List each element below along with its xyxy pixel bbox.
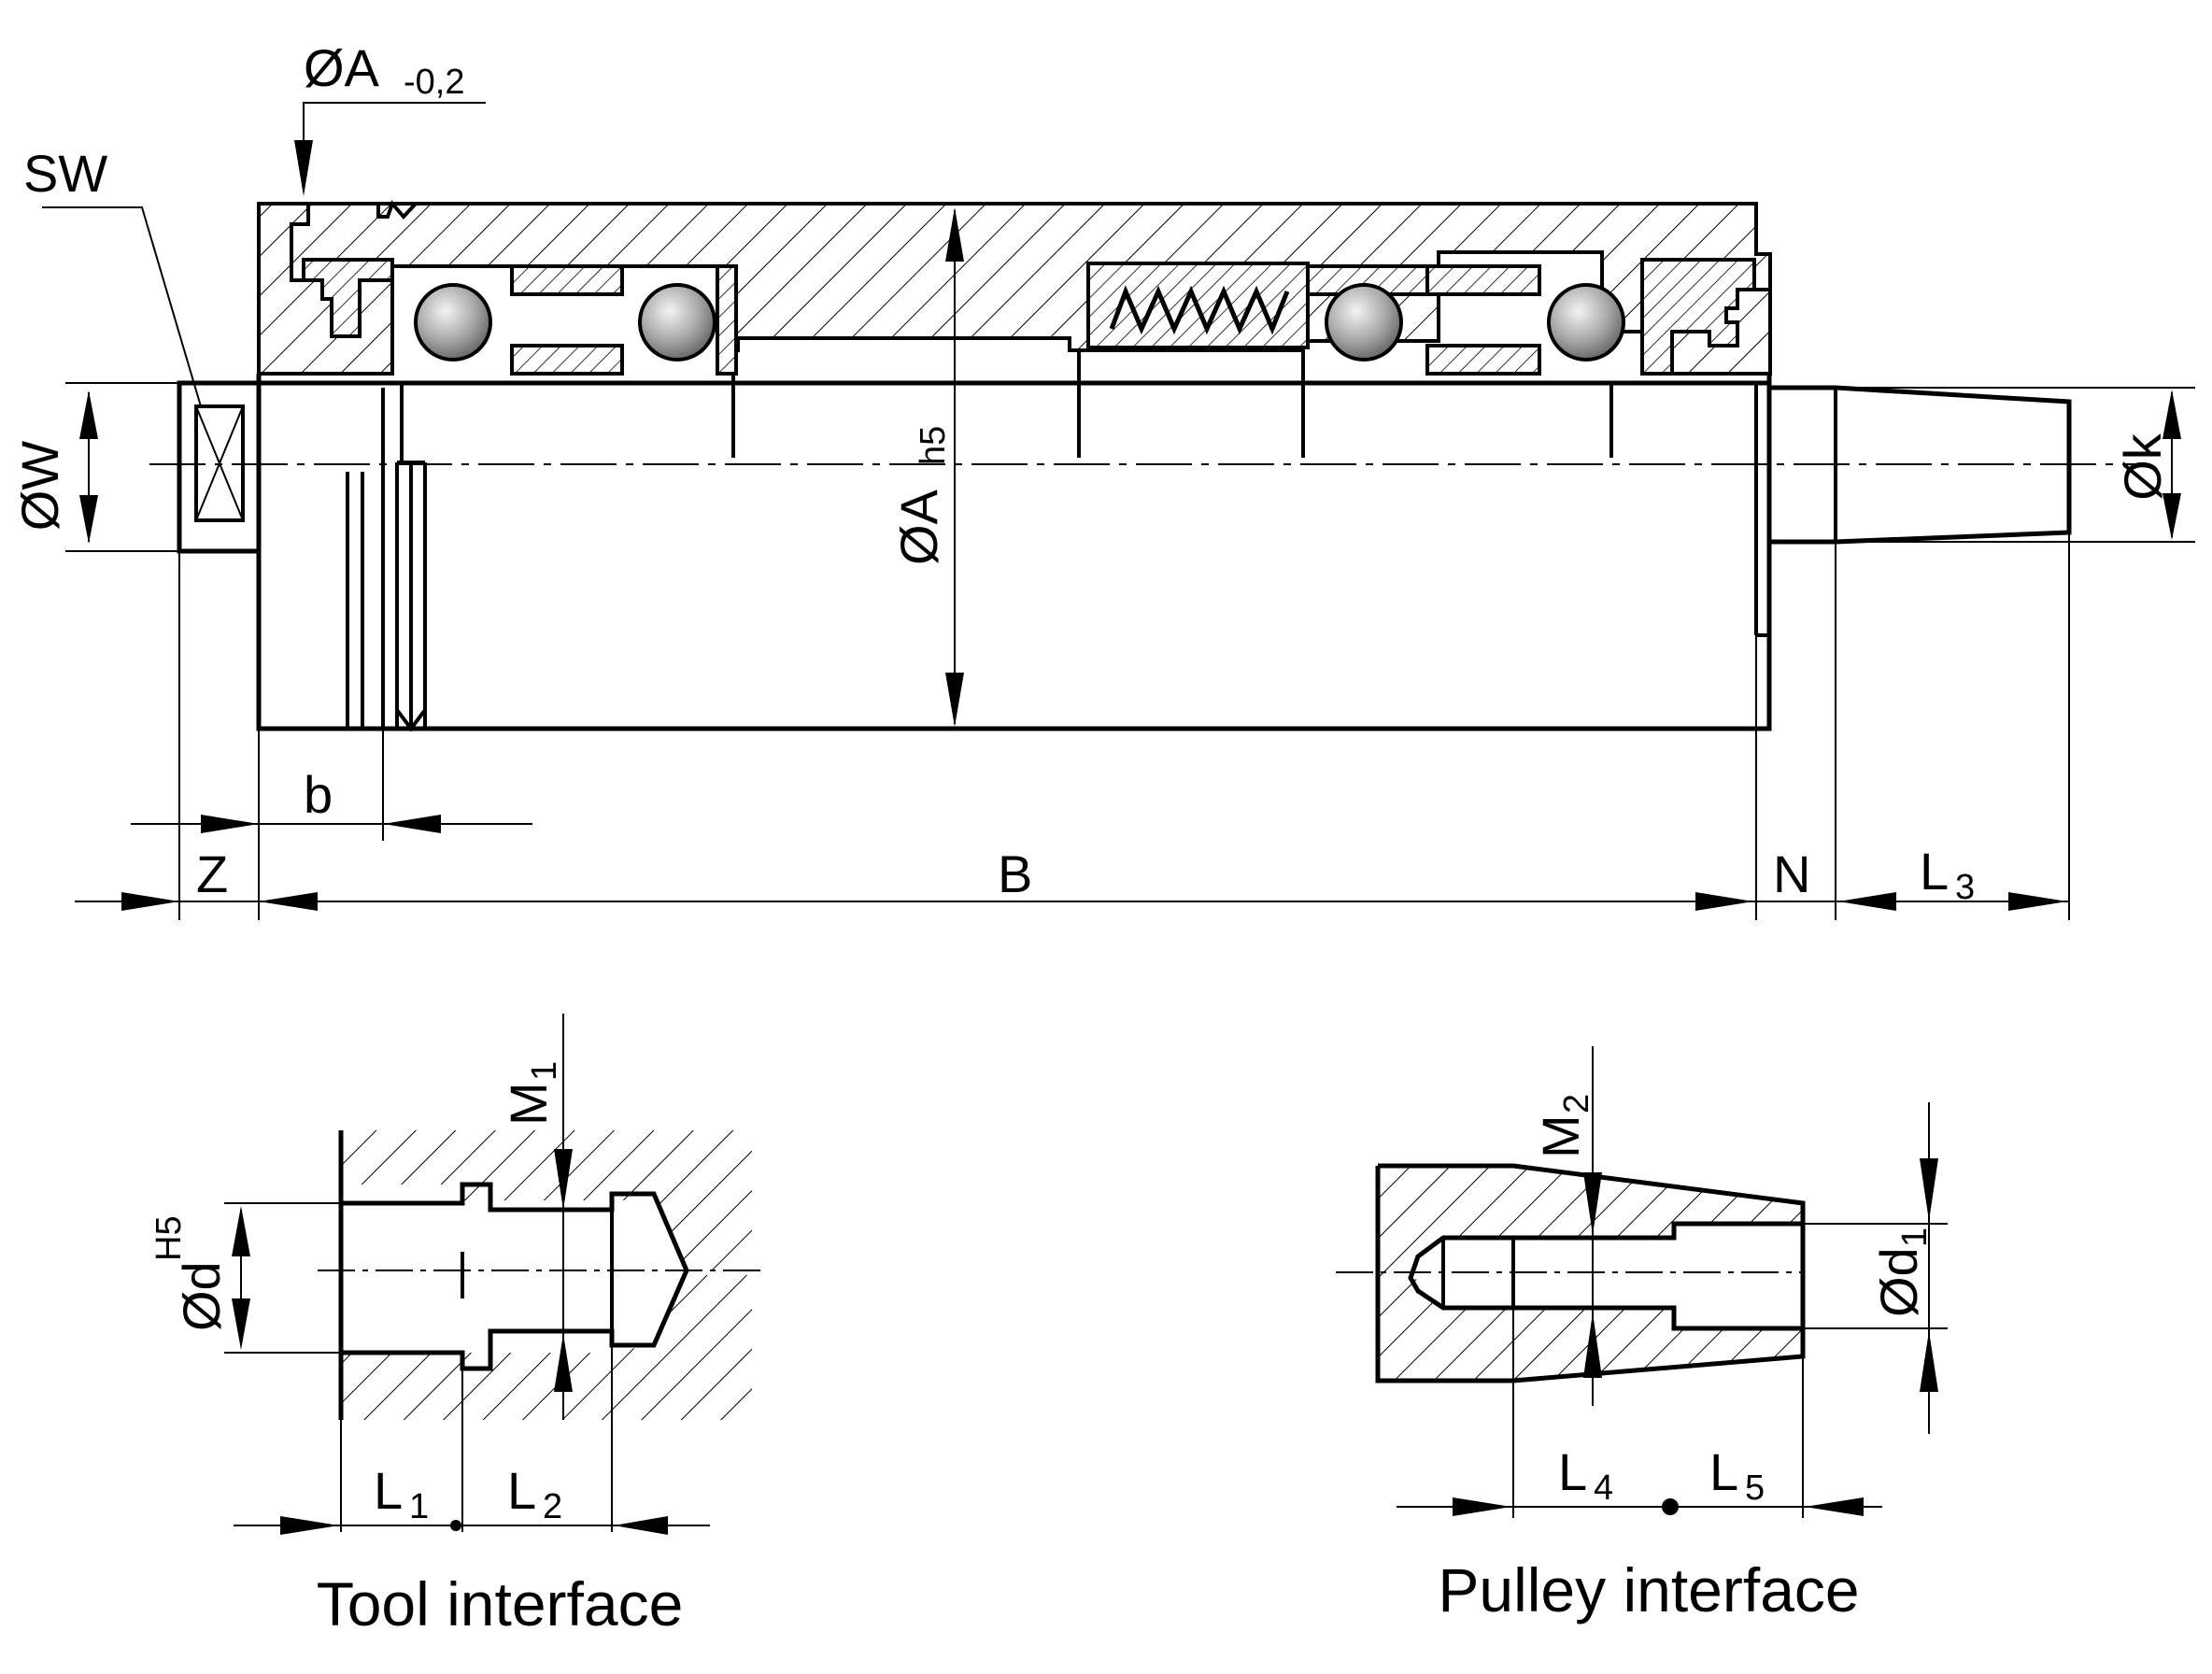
- label-B: B: [998, 844, 1032, 903]
- label-sw: SW: [23, 144, 107, 203]
- svg-text:ØA: ØA: [304, 38, 380, 97]
- pulley-hatch: [1378, 1166, 1803, 1381]
- label-dia-d-H5: Ød H5: [149, 1215, 231, 1331]
- tool-interface-caption: Tool interface: [317, 1569, 684, 1639]
- tool-interface-view: Ød H5 M 1 L 1 L 2 Tool interface: [149, 1014, 766, 1639]
- label-b: b: [304, 765, 333, 824]
- label-dia-W: ØW: [10, 441, 69, 532]
- pulley-taper: [1769, 385, 2072, 545]
- svg-text:L: L: [1558, 1442, 1587, 1501]
- svg-text:L: L: [1920, 842, 1949, 901]
- svg-text:1: 1: [409, 1487, 429, 1526]
- tool-hatch-lower: [341, 1275, 752, 1420]
- svg-text:5: 5: [1745, 1468, 1765, 1508]
- preload-spring: [1109, 285, 1290, 335]
- svg-text:h5: h5: [914, 426, 953, 465]
- bearing-balls: [414, 283, 1625, 362]
- pulley-interface-caption: Pulley interface: [1438, 1555, 1859, 1624]
- housing-groove: [376, 200, 418, 220]
- svg-text:3: 3: [1955, 868, 1975, 907]
- svg-text:1: 1: [1895, 1227, 1935, 1247]
- svg-text:Ød: Ød: [1869, 1247, 1928, 1317]
- shaft-body: [256, 380, 1772, 731]
- label-L3: L 3: [1920, 842, 1975, 907]
- label-L1: L 1: [374, 1461, 429, 1526]
- svg-text:-0,2: -0,2: [404, 63, 464, 102]
- pulley-interface-view: M 2 Ød 1 L 4 L 5 Pulley interface: [1336, 1046, 1948, 1624]
- label-N: N: [1773, 844, 1810, 903]
- svg-text:L: L: [507, 1461, 536, 1520]
- svg-text:4: 4: [1594, 1468, 1613, 1508]
- housing-section: [257, 202, 1772, 376]
- label-M2: M 2: [1531, 1094, 1596, 1158]
- label-Z: Z: [196, 844, 228, 903]
- svg-text:L: L: [1709, 1442, 1738, 1501]
- svg-text:1: 1: [525, 1061, 564, 1081]
- pulley-bore: [1408, 1221, 1803, 1331]
- tool-bore: [341, 1182, 689, 1371]
- svg-text:Ød: Ød: [172, 1261, 231, 1331]
- svg-text:H5: H5: [149, 1215, 189, 1261]
- svg-text:L: L: [374, 1461, 403, 1520]
- tool-hatch-upper: [341, 1130, 752, 1270]
- label-dia-k: Øk: [2113, 433, 2172, 501]
- label-L4: L 4: [1558, 1442, 1613, 1508]
- svg-text:2: 2: [543, 1487, 562, 1526]
- svg-text:ØA: ØA: [889, 489, 948, 565]
- label-dia-A-tol: ØA -0,2: [304, 38, 464, 102]
- label-L5: L 5: [1709, 1442, 1765, 1508]
- svg-text:2: 2: [1557, 1094, 1596, 1114]
- main-view: ØA -0,2 SW ØW ØA h5 Øk: [10, 38, 2195, 920]
- right-end-cap: [1670, 288, 1772, 376]
- label-L2: L 2: [507, 1461, 562, 1526]
- svg-text:M: M: [1531, 1114, 1590, 1158]
- drive-stub: [177, 380, 262, 554]
- label-dia-A-h5: ØA h5: [889, 426, 953, 565]
- left-end-cap: [257, 202, 394, 376]
- svg-text:M: M: [499, 1082, 558, 1126]
- label-M1: M 1: [499, 1061, 564, 1126]
- label-dia-d1: Ød 1: [1869, 1227, 1935, 1317]
